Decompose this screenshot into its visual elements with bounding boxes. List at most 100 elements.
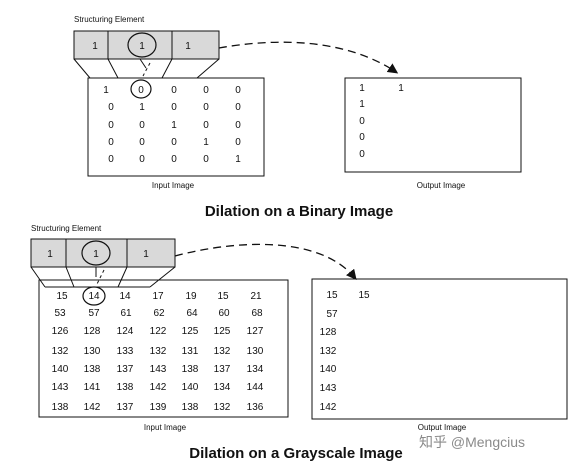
grid-cell: 134 <box>247 364 264 375</box>
grid-cell: 125 <box>214 326 231 337</box>
binary-funnel-pointer <box>142 62 151 77</box>
grid-cell: 0 <box>138 85 144 96</box>
grid-cell: 0 <box>235 85 241 96</box>
grid-cell: 19 <box>185 291 197 302</box>
grid-cell: 132 <box>214 346 231 357</box>
binary-se-value: 1 <box>139 41 145 52</box>
grayscale-funnel-pointer <box>96 269 105 285</box>
grid-cell: 0 <box>171 102 177 113</box>
grid-cell: 124 <box>117 326 134 337</box>
binary-panel: Structuring Element 1 1 1 1 0 0 0 0 0 1 … <box>73 15 522 220</box>
binary-se-value: 1 <box>92 41 98 52</box>
grid-cell: 141 <box>84 382 101 393</box>
binary-input-box <box>87 77 265 177</box>
grid-cell: 0 <box>203 102 209 113</box>
grid-cell: 0 <box>235 137 241 148</box>
grid-cell: 0 <box>108 120 114 131</box>
grid-cell: 53 <box>54 308 66 319</box>
output-cell: 143 <box>320 383 337 394</box>
grayscale-se-bar <box>30 238 176 268</box>
grid-cell: 137 <box>117 402 134 413</box>
output-cell: 0 <box>359 149 365 160</box>
grayscale-se-value: 1 <box>93 249 99 260</box>
output-cell: 132 <box>320 346 337 357</box>
grid-cell: 0 <box>203 85 209 96</box>
grid-cell: 68 <box>251 308 263 319</box>
grayscale-input-label: Input Image <box>144 423 187 432</box>
grid-cell: 143 <box>150 364 167 375</box>
grid-cell: 62 <box>153 308 165 319</box>
grid-cell: 0 <box>139 154 145 165</box>
binary-caption: Dilation on a Binary Image <box>205 203 393 220</box>
output-cell: 15 <box>358 290 370 301</box>
grid-cell: 138 <box>182 402 199 413</box>
grid-cell: 1 <box>203 137 209 148</box>
grid-cell: 128 <box>84 326 101 337</box>
grayscale-se-center-circle <box>81 240 111 266</box>
output-cell: 1 <box>359 83 365 94</box>
grid-cell: 14 <box>119 291 131 302</box>
grid-cell: 140 <box>52 364 69 375</box>
grid-cell: 138 <box>182 364 199 375</box>
grid-cell: 139 <box>150 402 167 413</box>
grid-cell: 60 <box>218 308 230 319</box>
grid-cell: 1 <box>103 85 109 96</box>
grid-cell: 1 <box>171 120 177 131</box>
grid-cell: 0 <box>171 85 177 96</box>
watermark: 知乎 @Mengcius <box>419 434 525 450</box>
binary-output-box <box>344 77 522 173</box>
binary-funnel-lines <box>73 58 220 79</box>
grid-cell: 143 <box>52 382 69 393</box>
grid-cell: 130 <box>84 346 101 357</box>
grayscale-input-box <box>38 279 289 418</box>
grayscale-dilation-arrow <box>174 243 357 281</box>
grid-cell: 130 <box>247 346 264 357</box>
grid-cell: 138 <box>117 382 134 393</box>
output-cell: 57 <box>326 309 338 320</box>
grayscale-panel: Structuring Element 1 1 1 15 14 14 17 19… <box>30 224 568 462</box>
grid-cell: 1 <box>235 154 241 165</box>
grid-cell: 133 <box>117 346 134 357</box>
grid-cell: 64 <box>186 308 198 319</box>
output-cell: 128 <box>320 327 337 338</box>
grid-cell: 0 <box>108 137 114 148</box>
grid-cell: 0 <box>171 137 177 148</box>
grid-cell: 0 <box>139 120 145 131</box>
grayscale-output-box <box>311 278 568 420</box>
binary-output-label: Output Image <box>417 181 466 190</box>
grid-cell: 136 <box>247 402 264 413</box>
output-cell: 1 <box>398 83 404 94</box>
binary-se-value: 1 <box>185 41 191 52</box>
binary-input-label: Input Image <box>152 181 195 190</box>
grayscale-input-center-circle <box>82 286 106 306</box>
grayscale-se-value: 1 <box>143 249 149 260</box>
grid-cell: 127 <box>247 326 264 337</box>
grid-cell: 144 <box>247 382 264 393</box>
grid-cell: 0 <box>139 137 145 148</box>
grid-cell: 21 <box>250 291 262 302</box>
grid-cell: 0 <box>235 102 241 113</box>
grid-cell: 138 <box>84 364 101 375</box>
grid-cell: 138 <box>52 402 69 413</box>
grayscale-se-value: 1 <box>47 249 53 260</box>
grayscale-output-label: Output Image <box>418 423 467 432</box>
binary-dilation-arrow <box>218 41 399 74</box>
grid-cell: 140 <box>182 382 199 393</box>
grid-cell: 122 <box>150 326 167 337</box>
output-cell: 142 <box>320 402 337 413</box>
grid-cell: 0 <box>108 102 114 113</box>
grid-cell: 132 <box>150 346 167 357</box>
output-cell: 15 <box>326 290 338 301</box>
grid-cell: 125 <box>182 326 199 337</box>
binary-se-label: Structuring Element <box>74 15 145 24</box>
output-cell: 1 <box>359 99 365 110</box>
grid-cell: 131 <box>182 346 199 357</box>
grid-cell: 0 <box>171 154 177 165</box>
grid-cell: 137 <box>117 364 134 375</box>
output-cell: 0 <box>359 132 365 143</box>
grid-cell: 0 <box>203 120 209 131</box>
binary-se-bar <box>73 30 220 60</box>
grid-cell: 57 <box>88 308 100 319</box>
grid-cell: 132 <box>214 402 231 413</box>
